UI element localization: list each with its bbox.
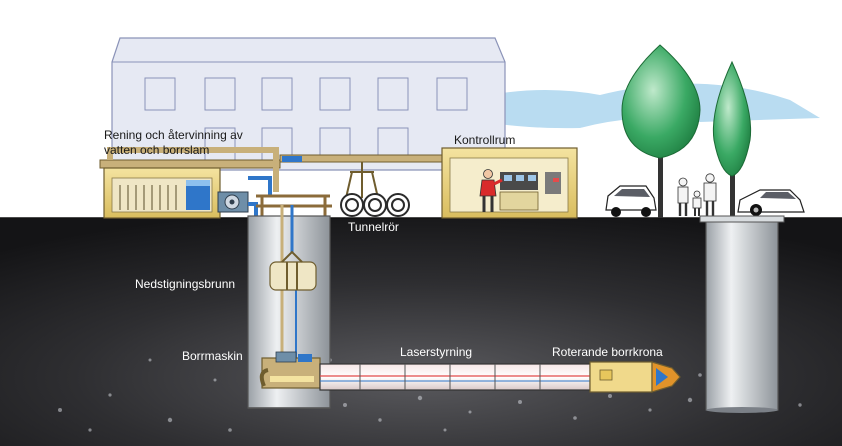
label-kontrollrum: Kontrollrum <box>454 133 516 147</box>
label-tunnelror: Tunnelrör <box>348 220 399 234</box>
pump-icon <box>217 191 249 213</box>
operator-figure <box>479 169 503 212</box>
receiving-shaft <box>699 215 785 413</box>
drill-head <box>589 361 681 393</box>
label-rening-line1: Rening och återvinning av <box>104 128 243 142</box>
label-nedstigningsbrunn: Nedstigningsbrunn <box>135 277 236 291</box>
lifted-pipe <box>269 250 317 291</box>
label-rening-line2: vatten och borrslam <box>104 143 210 157</box>
car-right <box>737 189 805 216</box>
bored-tunnel <box>319 363 640 391</box>
tunnel-pipes <box>340 193 410 217</box>
surface-piping <box>107 147 279 216</box>
people-group <box>677 173 717 216</box>
label-roterande-borrkrona: Roterande borrkrona <box>552 345 663 359</box>
tree-tall <box>712 60 752 218</box>
label-borrmaskin: Borrmaskin <box>182 349 243 363</box>
car-left <box>605 185 657 217</box>
water-treatment-tank <box>99 159 281 219</box>
label-laserstyrning: Laserstyrning <box>400 345 473 359</box>
control-room <box>441 147 578 219</box>
tree-round <box>621 44 701 218</box>
building <box>111 37 506 171</box>
crane-beam <box>256 154 451 218</box>
